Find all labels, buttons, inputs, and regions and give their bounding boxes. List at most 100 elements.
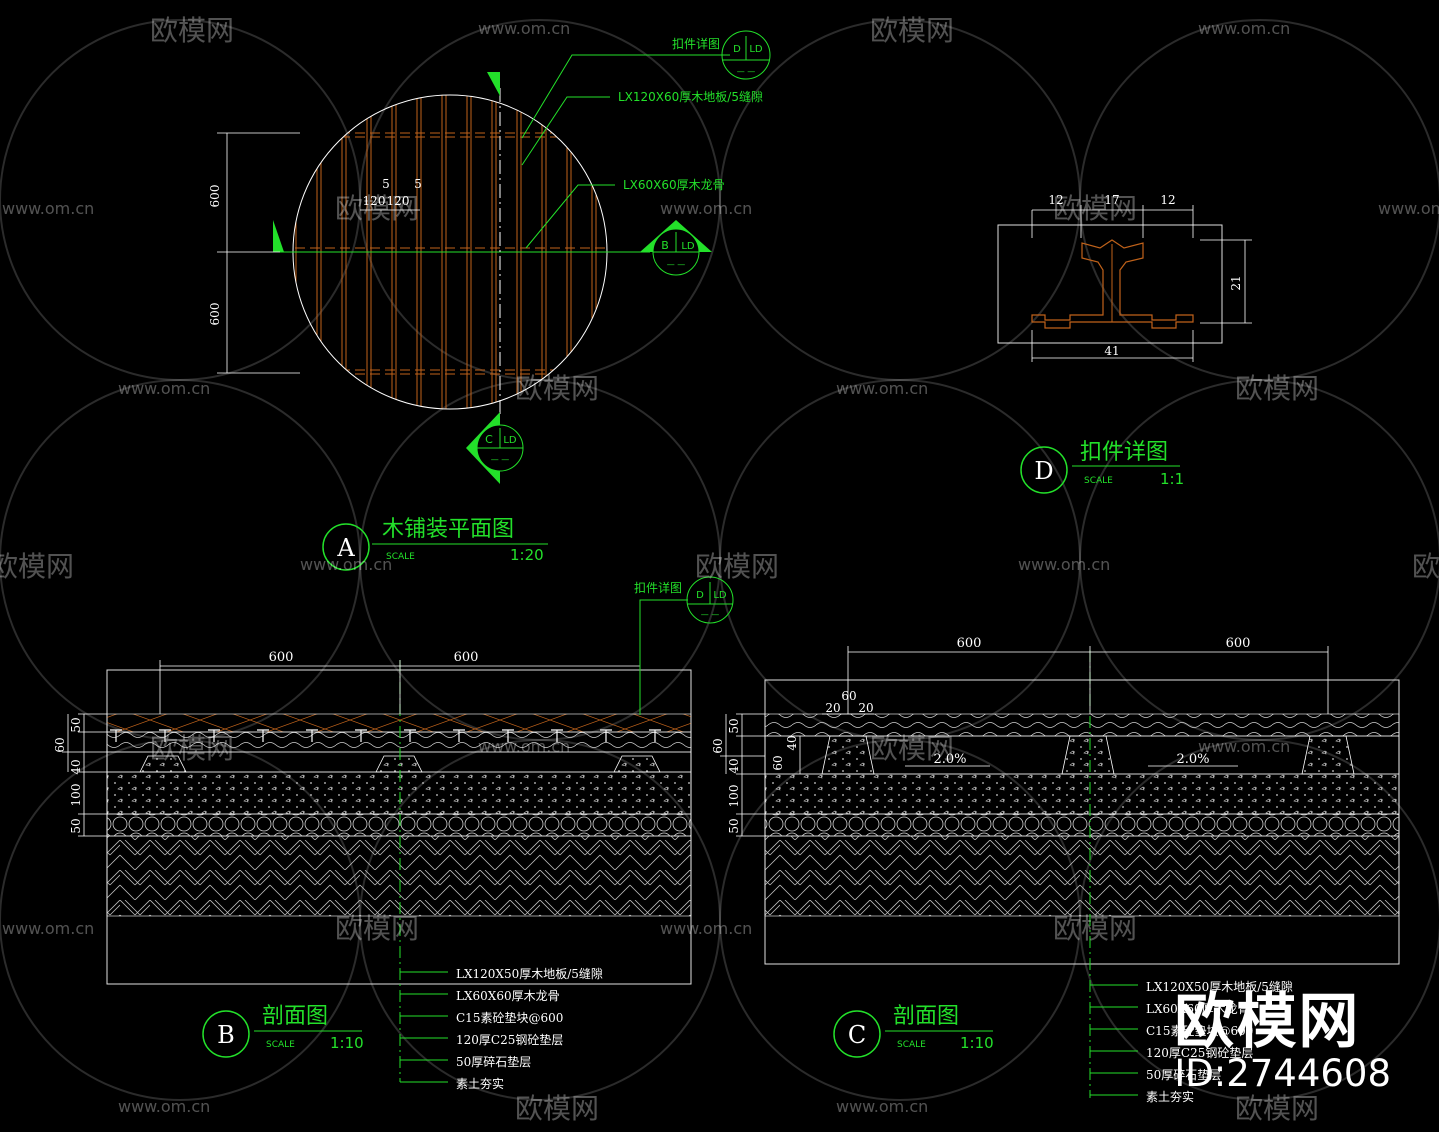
section-b-clips (110, 729, 661, 742)
section-c-layer-4: 120厚C25钢砼垫层 (1146, 1045, 1253, 1060)
plan-dim-left-bottom: 600 (208, 303, 222, 326)
plan-cut-arrow-left (273, 220, 284, 252)
section-b-layer-leaders (400, 971, 448, 1083)
svg-text:LD: LD (713, 590, 727, 601)
section-b-layer-1: LX120X50厚木地板/5缝隙 (456, 966, 603, 981)
section-b-dim-50: 50 (69, 717, 83, 732)
clip-profile (1031, 239, 1194, 329)
svg-text:欧模网: 欧模网 (515, 372, 599, 405)
plan-leaders (521, 54, 730, 249)
brand-id: ID:2744608 (1174, 1052, 1391, 1095)
svg-text:C: C (848, 1021, 866, 1049)
section-c-dim-60b: 60 (711, 738, 725, 753)
section-view-b: 600 600 50 60 40 100 50 扣件详图 D LD — — LX… (53, 576, 734, 1091)
plan-cut-arrow-top (487, 72, 500, 96)
section-b-dim-60: 60 (53, 737, 67, 752)
section-view-c: 600 600 60 20 20 50 60 40 40 60 100 50 2… (711, 636, 1400, 1104)
detail-dim-c: 12 (1160, 193, 1175, 207)
section-c-dim-20l: 20 (825, 701, 840, 715)
plan-callout-detail: 扣件详图 (672, 36, 720, 51)
svg-text:www.om.cn: www.om.cn (836, 379, 928, 398)
svg-text:欧模网: 欧模网 (1235, 1092, 1319, 1125)
svg-text:www.om.cn: www.om.cn (1198, 737, 1290, 756)
svg-text:欧模网: 欧模网 (515, 1092, 599, 1125)
section-c-dim-50b: 50 (727, 818, 741, 833)
svg-text:www.om.cn: www.om.cn (1378, 199, 1439, 218)
svg-text:欧模网: 欧模网 (335, 192, 419, 225)
detail-scale: 1:1 (1160, 470, 1184, 488)
detail-view-d: 12 17 12 41 21 D 扣件详图 SCALE 1:1 (997, 193, 1252, 494)
plan-title-marker: A (336, 534, 355, 562)
brand-name: 欧模网 (1174, 987, 1361, 1057)
plan-dim-gap-1: 5 (382, 177, 390, 191)
section-c-dim-100: 100 (727, 785, 741, 808)
svg-text:欧模网: 欧模网 (150, 14, 234, 47)
section-c-dim-40: 40 (727, 758, 741, 773)
section-c-layer-1: LX120X50厚木地板/5缝隙 (1146, 979, 1293, 994)
plan-title-block: A 木铺装平面图 SCALE 1:20 (322, 517, 548, 571)
section-b-title: 剖面图 (262, 1004, 328, 1029)
section-b-dim-40: 40 (69, 759, 83, 774)
detail-dim-width: 41 (1104, 344, 1119, 358)
detail-title-block: D 扣件详图 SCALE 1:1 (1020, 440, 1184, 494)
section-c-layer-2: LX60X60厚木龙骨 (1146, 1002, 1250, 1016)
section-c-layer-leaders (1090, 984, 1138, 1096)
plan-dim-board-2: 120 (387, 194, 410, 208)
svg-text:LD: LD (749, 44, 763, 55)
section-b-layer-2: LX60X60厚木龙骨 (456, 989, 560, 1003)
section-c-title: 剖面图 (893, 1004, 959, 1029)
plan-scale: 1:20 (510, 546, 544, 564)
svg-text:欧模网: 欧模网 (335, 912, 419, 945)
svg-text:www.om.cn: www.om.cn (478, 737, 570, 756)
detail-dim-a: 12 (1048, 193, 1063, 207)
watermark-texts: 欧模网 www.om.cn 欧模网 www.om.cn www.om.cn 欧模… (0, 14, 1439, 1125)
svg-text:欧模网: 欧模网 (1412, 550, 1439, 583)
svg-text:欧模网: 欧模网 (870, 732, 954, 765)
section-c-dim-top1: 600 (957, 636, 982, 651)
svg-text:www.om.cn: www.om.cn (660, 919, 752, 938)
svg-text:— —: — — (737, 67, 756, 76)
section-b-dim-50b: 50 (69, 818, 83, 833)
svg-text:www.om.cn: www.om.cn (2, 919, 94, 938)
svg-text:C: C (485, 433, 493, 446)
section-c-slope-1: 2.0% (933, 752, 966, 767)
plan-dim-gap-2: 5 (414, 177, 422, 191)
plan-dim-lines (217, 132, 420, 374)
svg-text:D: D (696, 590, 704, 601)
svg-text:SCALE: SCALE (897, 1040, 926, 1050)
section-b-layer-6: 素土夯实 (456, 1076, 504, 1091)
plan-dim-left-top: 600 (208, 185, 222, 208)
detail-title: 扣件详图 (1080, 440, 1168, 465)
section-b-dim-top2: 600 (454, 650, 479, 665)
svg-text:欧模网: 欧模网 (1053, 912, 1137, 945)
section-b-title-block: B 剖面图 SCALE 1:10 (202, 1004, 364, 1058)
section-b-dim-100: 100 (69, 784, 83, 807)
section-c-layer-5: 50厚碎石垫层 (1146, 1067, 1221, 1082)
section-c-scale: 1:10 (960, 1034, 994, 1052)
section-c-dim-60c: 60 (771, 755, 785, 770)
plan-detail-symbol-d: D LD — — (721, 30, 771, 80)
detail-scale-label: SCALE (1084, 476, 1113, 486)
svg-text:— —: — — (491, 455, 510, 464)
svg-text:www.om.cn: www.om.cn (836, 1097, 928, 1116)
section-b-scale: 1:10 (330, 1034, 364, 1052)
plan-section-symbol-b: B LD — — (640, 220, 712, 276)
svg-text:www.om.cn: www.om.cn (118, 1097, 210, 1116)
section-b-layer-3: C15素砼垫块@600 (456, 1010, 563, 1025)
svg-text:LD: LD (681, 241, 695, 252)
detail-dim-height: 21 (1229, 275, 1243, 290)
svg-text:www.om.cn: www.om.cn (118, 379, 210, 398)
svg-text:www.om.cn: www.om.cn (300, 555, 392, 574)
svg-text:www.om.cn: www.om.cn (1198, 19, 1290, 38)
section-c-dim-top2: 600 (1226, 636, 1251, 651)
plan-dim-board-1: 120 (363, 194, 386, 208)
svg-text:欧模网: 欧模网 (0, 550, 74, 583)
svg-text:D: D (733, 44, 741, 55)
svg-text:www.om.cn: www.om.cn (478, 19, 570, 38)
section-b-callout: 扣件详图 (634, 580, 682, 595)
section-c-dim-50: 50 (727, 718, 741, 733)
section-c-title-block: C 剖面图 SCALE 1:10 (833, 1004, 994, 1058)
brand-watermark: 欧模网 ID:2744608 (1174, 990, 1391, 1094)
plan-section-symbol-c: C LD — — (466, 412, 524, 484)
